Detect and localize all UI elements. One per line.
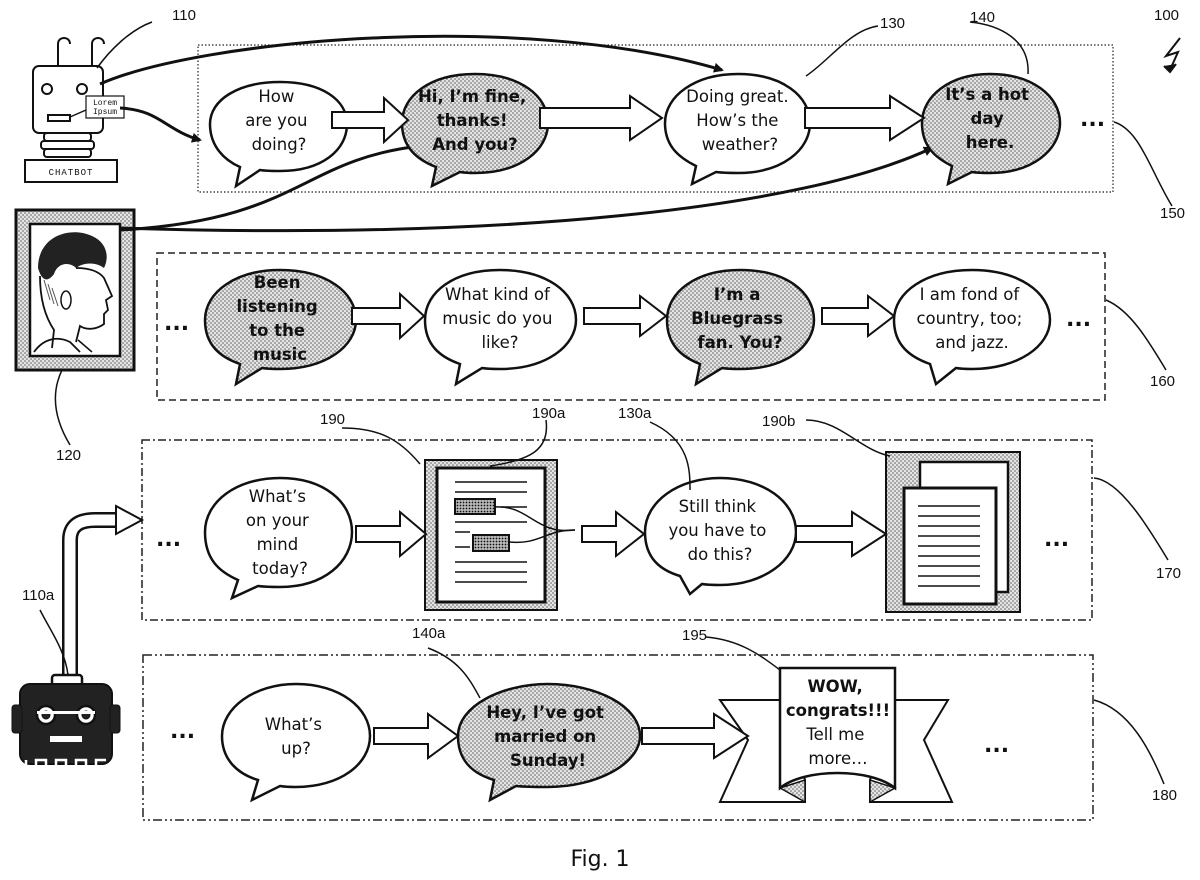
chatbot-sign-line2: Ipsum xyxy=(93,108,117,117)
ellipsis-row2-left: ... xyxy=(164,311,189,336)
bubble-row4-2 xyxy=(456,682,642,803)
bubble-row3-1 xyxy=(203,476,354,601)
conversation-frame-170 xyxy=(141,439,1093,621)
bubble-row4-2-text: Hey, I’ve got married on Sunday! xyxy=(486,703,609,770)
banner-195-bold-text: WOW, congrats!!! xyxy=(786,677,890,720)
bubble-row1-3-text: Doing great. How’s the weather? xyxy=(686,87,794,154)
bubble-row1-1-text: How are you doing? xyxy=(245,87,313,154)
bubble-row3-2 xyxy=(643,476,798,596)
bubble-row2-3-text: I’m a Bluegrass fan. You? xyxy=(691,285,789,352)
conversation-frame-160 xyxy=(156,252,1106,401)
ref-190b: 190b xyxy=(762,413,795,430)
flow-arrows xyxy=(331,94,926,760)
conversation-frame-180 xyxy=(142,654,1094,821)
bubble-row3-2-text: Still think you have to do this? xyxy=(668,497,771,564)
ellipsis-row3-right: ... xyxy=(1044,527,1069,552)
bubble-row1-4-text: It’s a hot day here. xyxy=(945,85,1034,152)
ref-190: 190 xyxy=(320,411,345,428)
bubble-row2-4-text: I am fond of country, too; and jazz. xyxy=(916,285,1027,352)
ref-140: 140 xyxy=(970,9,995,26)
ref-130: 130 xyxy=(880,15,905,32)
chatbot-label: CHATBOT xyxy=(49,168,94,178)
ellipsis-row2-right: ... xyxy=(1066,307,1091,332)
ellipsis-row1: ... xyxy=(1080,107,1105,132)
ref-190a: 190a xyxy=(532,405,566,422)
documents-190b-icon xyxy=(885,451,1021,613)
chatbot-robot-icon xyxy=(24,37,125,183)
ref-120: 120 xyxy=(56,447,81,464)
ellipsis-row4-left: ... xyxy=(170,719,195,744)
bubble-row1-4 xyxy=(920,72,1062,187)
bubble-row3-1-text: What’s on your mind today? xyxy=(246,487,314,578)
ref-170: 170 xyxy=(1156,565,1181,582)
ellipsis-row4-right: ... xyxy=(984,733,1009,758)
reference-arrow-100 xyxy=(1163,37,1181,74)
conversation-frame-150 xyxy=(197,44,1114,193)
bubble-row2-2-text: What kind of music do you like? xyxy=(442,285,557,352)
bubble-row2-3 xyxy=(665,268,816,387)
ellipsis-row3-left: ... xyxy=(156,527,181,552)
user-portrait-icon xyxy=(14,208,136,372)
banner-195-icon xyxy=(718,666,954,804)
chatbot-sign-line1: Lorem xyxy=(93,99,117,108)
ref-110: 110 xyxy=(172,7,196,24)
ref-100: 100 xyxy=(1154,7,1179,24)
ref-180: 180 xyxy=(1152,787,1177,804)
ref-195: 195 xyxy=(682,627,707,644)
bubble-row1-2-text: Hi, I’m fine, thanks! And you? xyxy=(418,87,532,154)
document-190-icon xyxy=(424,459,576,611)
ref-160: 160 xyxy=(1150,373,1175,390)
bubble-row2-2 xyxy=(423,268,578,387)
figure-caption: Fig. 1 xyxy=(570,847,629,872)
bubble-row4-1 xyxy=(220,682,372,803)
connector-curves xyxy=(99,34,934,233)
bubble-row2-4 xyxy=(892,268,1052,387)
ref-110a: 110a xyxy=(22,587,55,604)
ref-140a: 140a xyxy=(412,625,446,642)
robot-110a-icon xyxy=(11,504,145,777)
ref-150: 150 xyxy=(1160,205,1185,222)
ref-130a: 130a xyxy=(618,405,652,422)
leader-lines xyxy=(39,21,1173,785)
bubble-row4-1-text: What’s up? xyxy=(265,715,327,758)
banner-195-text: Tell me more… xyxy=(805,725,869,768)
bubble-row2-1-text: Been listening to the music xyxy=(237,273,324,364)
